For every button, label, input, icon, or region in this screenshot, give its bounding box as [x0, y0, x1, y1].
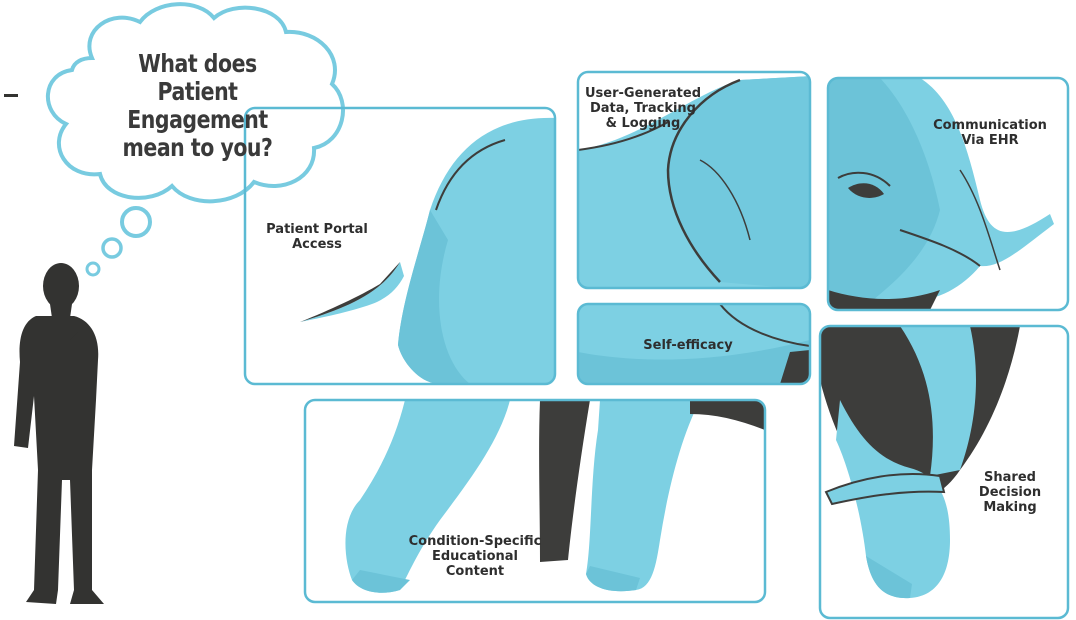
label-patient-portal: Patient Portal Access	[262, 222, 372, 252]
question-line-1: What does	[93, 50, 302, 78]
label-line: Making	[960, 500, 1060, 515]
panel-shared-decision-art	[820, 326, 1020, 598]
thought-bubble-large	[122, 208, 150, 236]
label-line: Access	[262, 237, 372, 252]
panel-communication-art	[828, 78, 1054, 310]
label-self-efficacy: Self-efficacy	[628, 338, 748, 353]
label-user-generated: User-Generated Data, Tracking & Logging	[582, 86, 704, 131]
thought-bubble-medium	[103, 239, 121, 257]
label-line: Decision	[960, 485, 1060, 500]
label-line: & Logging	[582, 116, 704, 131]
label-line: Patient Portal	[262, 222, 372, 237]
man-silhouette	[14, 263, 104, 604]
label-line: Self-efficacy	[628, 338, 748, 353]
question-line-2: Patient Engagement	[93, 78, 302, 134]
label-line: Educational	[400, 549, 550, 564]
question-line-3: mean to you?	[93, 134, 302, 162]
label-line: User-Generated	[582, 86, 704, 101]
label-line: Data, Tracking	[582, 101, 704, 116]
label-line: Via EHR	[925, 133, 1055, 148]
label-communication: Communication Via EHR	[925, 118, 1055, 148]
thought-bubble-question: What does Patient Engagement mean to you…	[93, 50, 302, 162]
label-line: Condition-Specific	[400, 534, 550, 549]
label-shared-decision: Shared Decision Making	[960, 470, 1060, 515]
label-condition-specific: Condition-Specific Educational Content	[400, 534, 550, 579]
label-line: Communication	[925, 118, 1055, 133]
label-line: Shared	[960, 470, 1060, 485]
thought-bubble-small	[87, 263, 99, 275]
page-mark	[4, 94, 18, 97]
label-line: Content	[400, 564, 550, 579]
